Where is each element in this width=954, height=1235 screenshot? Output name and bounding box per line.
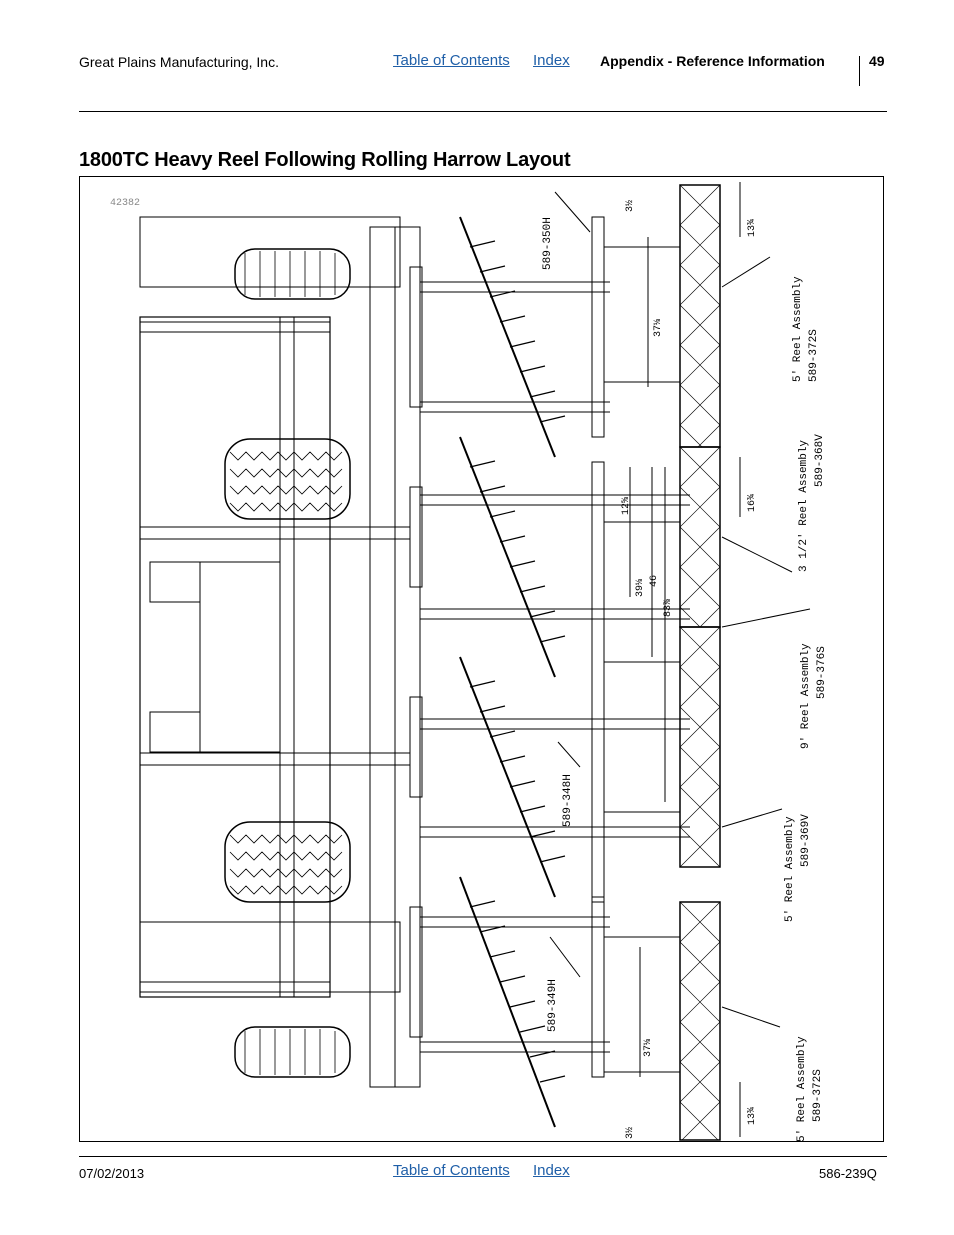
part-589-349h-label: 589-349H: [547, 979, 559, 1032]
tire-bottom: [234, 1026, 351, 1078]
reel-bottom-line2: 589-372S: [812, 1069, 824, 1122]
hitch-plate-bottom: [149, 711, 201, 753]
dim-top-13-3-4: 13¾: [746, 219, 758, 237]
figure-frame: 42382 589-350H 589-348H 589-349H 5' Reel…: [79, 176, 884, 1142]
dim-46: 46: [649, 575, 660, 587]
section-title: Appendix - Reference Information: [600, 53, 825, 69]
dim-bottom-37-1-8: 37⅛: [643, 1039, 654, 1057]
tine-bar-4: [459, 876, 556, 1128]
index-link[interactable]: Index: [533, 52, 570, 69]
reel-369v-line2: 589-369V: [800, 814, 812, 867]
rear-bar-2: [591, 461, 605, 903]
dim-12-5-8: 12⅝: [621, 497, 632, 515]
footer-date: 07/02/2013: [79, 1166, 145, 1181]
page-title: 1800TC Heavy Reel Following Rolling Harr…: [79, 149, 571, 171]
harrow-layout-drawing: 42382 589-350H 589-348H 589-349H 5' Reel…: [110, 182, 828, 1141]
footer-rule: [79, 1156, 887, 1157]
reel-376s-line2: 589-376S: [816, 646, 828, 699]
header-divider: [859, 56, 860, 86]
tire-top: [234, 248, 351, 300]
tine-bar-1: [459, 216, 556, 458]
company-name: Great Plains Manufacturing, Inc.: [79, 54, 279, 70]
dim-83-7-8: 83⅞: [663, 599, 674, 617]
rear-bar-1: [591, 216, 605, 438]
tine-bar-2: [459, 436, 556, 678]
page-number: 49: [869, 53, 885, 69]
tire-upper-mid: [224, 438, 351, 520]
hitch-plate-top: [149, 561, 201, 603]
dim-16-3-4: 16¾: [746, 494, 758, 512]
reel-368v-line1: 3 1/2' Reel Assembly: [798, 440, 810, 572]
footer-index-link[interactable]: Index: [533, 1162, 570, 1179]
reel-376s-line1: 9' Reel Assembly: [800, 643, 812, 749]
part-589-350h-label: 589-350H: [542, 217, 554, 270]
reel-bottom-line1: 5' Reel Assembly: [796, 1036, 808, 1141]
dim-39-1-8: 39⅛: [635, 579, 646, 597]
dim-bottom-3-half: 3½: [624, 1127, 636, 1139]
reel-top-line2: 589-372S: [808, 329, 820, 382]
part-589-348h-label: 589-348H: [562, 774, 574, 827]
dim-top-37-1-8: 37⅛: [653, 319, 664, 337]
footer-doc-number: 586-239Q: [819, 1166, 877, 1181]
tine-bar-3: [459, 656, 556, 898]
table-of-contents-link[interactable]: Table of Contents: [393, 52, 510, 69]
reel-top-line1: 5' Reel Assembly: [792, 276, 804, 382]
reel-group: [679, 184, 721, 1141]
reel-369v-line1: 5' Reel Assembly: [784, 816, 796, 922]
header-rule: [79, 111, 887, 112]
figure-id: 42382: [110, 198, 140, 209]
main-frame-outline: [139, 316, 331, 998]
rear-bar-3: [591, 896, 605, 1078]
reel-368v-line2: 589-368V: [814, 434, 826, 487]
dim-bottom-13-3-4: 13¾: [746, 1107, 758, 1125]
footer-table-of-contents-link[interactable]: Table of Contents: [393, 1162, 510, 1179]
dim-top-3-half: 3½: [624, 200, 636, 212]
tire-lower-mid: [224, 821, 351, 903]
